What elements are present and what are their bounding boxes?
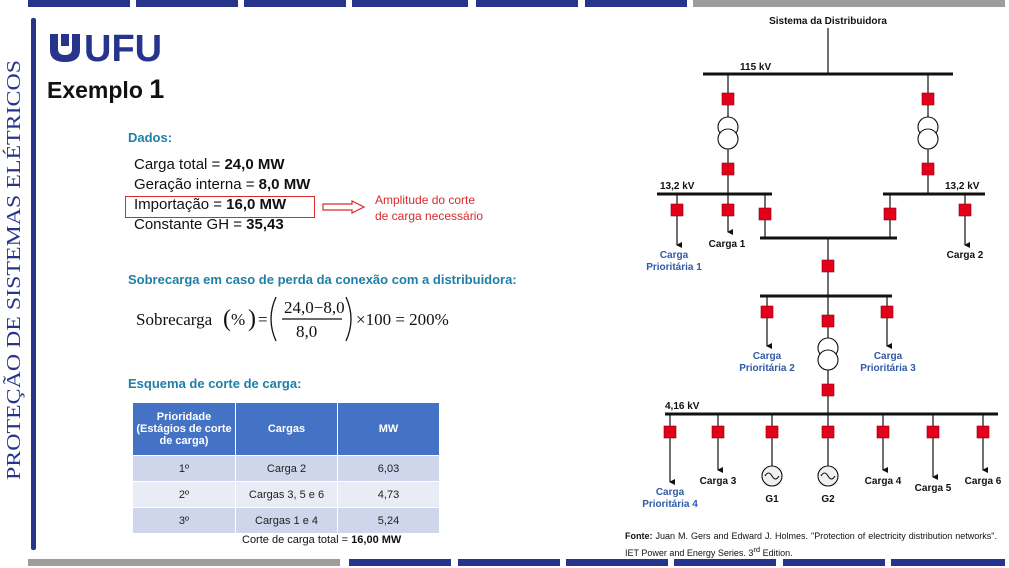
generator-icon xyxy=(761,465,783,487)
transformer-icon xyxy=(917,116,939,150)
breaker-icon xyxy=(821,259,835,273)
source-label: Sistema da Distribuidora xyxy=(769,16,887,27)
label-prioritaria-2: Carga xyxy=(753,351,782,362)
label-g2: G2 xyxy=(821,494,835,505)
table-row: 1º Carga 2 6,03 xyxy=(132,455,440,482)
transformer-icon xyxy=(717,116,739,150)
svg-text:UFU: UFU xyxy=(84,28,162,68)
breaker-icon xyxy=(926,425,940,439)
top-bar-segment xyxy=(352,0,468,7)
top-bar-segment xyxy=(136,0,238,7)
breaker-icon xyxy=(976,425,990,439)
transformer-icon xyxy=(817,337,839,371)
col-header-prioridade: Prioridade (Estágios de corte de carga) xyxy=(132,402,236,456)
svg-text:): ) xyxy=(248,306,256,332)
breaker-icon xyxy=(821,314,835,328)
vertical-title: PROTEÇÃO DE SISTEMAS ELÉTRICOS xyxy=(1,60,25,480)
bottom-bar-segment xyxy=(566,559,668,566)
svg-text:Prioritária 4: Prioritária 4 xyxy=(642,499,698,510)
dados-item: Constante GH = 35,43 xyxy=(134,216,284,233)
esquema-heading: Esquema de corte de carga: xyxy=(128,376,302,391)
bottom-bar-segment xyxy=(458,559,560,566)
svg-text:Prioritária 1: Prioritária 1 xyxy=(646,262,702,273)
label-carga-4: Carga 4 xyxy=(865,476,902,487)
breaker-icon xyxy=(721,203,735,217)
bus-label-13kv-right: 13,2 kV xyxy=(945,181,980,192)
dados-item: Geração interna = 8,0 MW xyxy=(134,176,311,193)
total-shedding: Corte de carga total = 16,00 MW xyxy=(242,534,402,546)
svg-text:×100 = 200%: ×100 = 200% xyxy=(356,310,449,329)
svg-text:(: ( xyxy=(223,306,231,332)
breaker-icon xyxy=(760,305,774,319)
bottom-bar-segment xyxy=(349,559,451,566)
breaker-icon xyxy=(721,92,735,106)
label-prioritaria-3: Carga xyxy=(874,351,903,362)
label-prioritaria-4: Carga xyxy=(656,487,685,498)
svg-text:8,0: 8,0 xyxy=(296,322,317,341)
label-carga-3: Carga 3 xyxy=(700,476,737,487)
breaker-icon xyxy=(880,305,894,319)
bottom-bar-segment xyxy=(891,559,1005,566)
generator-icon xyxy=(817,465,839,487)
bottom-bar-segment xyxy=(783,559,885,566)
bottom-bar-segment xyxy=(674,559,776,566)
top-bar-segment xyxy=(244,0,346,7)
left-accent-line xyxy=(31,18,36,550)
col-header-cargas: Cargas xyxy=(235,402,338,456)
bus-label-115kv: 115 kV xyxy=(740,62,771,73)
svg-text:=: = xyxy=(258,310,268,329)
table-row: 2º Cargas 3, 5 e 6 4,73 xyxy=(132,481,440,508)
bus-label-416kv: 4,16 kV xyxy=(665,401,700,412)
ufu-logo: UFU xyxy=(50,28,162,68)
breaker-icon xyxy=(921,92,935,106)
dados-list: Carga total = 24,0 MW Geração interna = … xyxy=(134,155,310,235)
breaker-icon xyxy=(821,425,835,439)
svg-text:Prioritária 3: Prioritária 3 xyxy=(860,363,916,374)
breaker-icon xyxy=(721,162,735,176)
sobrecarga-formula: Sobrecarga ( % ) = 24,0−8,0 8,0 ×100 = 2… xyxy=(136,296,449,342)
amplitude-annotation: Amplitude do corte de carga necessário xyxy=(375,193,484,223)
sobrecarga-heading: Sobrecarga em caso de perda da conexão c… xyxy=(128,272,517,287)
top-bar-segment xyxy=(28,0,130,7)
top-bar-segment xyxy=(693,0,1005,7)
svg-text:PROTEÇÃO DE SISTEMAS ELÉTRICOS: PROTEÇÃO DE SISTEMAS ELÉTRICOS xyxy=(1,60,25,480)
svg-text:Sobrecarga: Sobrecarga xyxy=(136,310,213,329)
breaker-icon xyxy=(958,203,972,217)
breaker-icon xyxy=(883,207,897,221)
label-carga-5: Carga 5 xyxy=(915,483,952,494)
breaker-icon xyxy=(758,207,772,221)
load-shedding-table: Prioridade (Estágios de corte de carga) … xyxy=(132,402,440,534)
source-citation: Fonte: Juan M. Gers and Edward J. Holmes… xyxy=(625,531,997,558)
breaker-icon xyxy=(921,162,935,176)
label-prioritaria-1: Carga xyxy=(660,250,689,261)
top-bar-segment xyxy=(585,0,687,7)
breaker-icon xyxy=(663,425,677,439)
label-g1: G1 xyxy=(765,494,779,505)
bus-label-13kv-left: 13,2 kV xyxy=(660,181,695,192)
bottom-bar-segment xyxy=(28,559,340,566)
breaker-icon xyxy=(765,425,779,439)
breaker-icon xyxy=(711,425,725,439)
svg-text:24,0−8,0: 24,0−8,0 xyxy=(284,298,345,317)
dados-item: Carga total = 24,0 MW xyxy=(134,156,285,173)
dados-item: Importação = 16,0 MW xyxy=(134,196,287,213)
svg-text:Prioritária 2: Prioritária 2 xyxy=(739,363,795,374)
label-carga-6: Carga 6 xyxy=(965,476,1002,487)
page-title: Exemplo 1 xyxy=(47,74,165,104)
label-carga-2: Carga 2 xyxy=(947,250,984,261)
col-header-mw: MW xyxy=(337,402,440,456)
breaker-icon xyxy=(670,203,684,217)
importacao-highlight-box xyxy=(125,196,315,218)
arrow-right-icon xyxy=(322,200,366,214)
table-row: 3º Cargas 1 e 4 5,24 xyxy=(132,507,440,534)
svg-text:%: % xyxy=(231,310,245,329)
breaker-icon xyxy=(876,425,890,439)
top-bar-segment xyxy=(476,0,578,7)
breaker-icon xyxy=(821,383,835,397)
dados-heading: Dados: xyxy=(128,130,173,145)
single-line-diagram: Sistema da Distribuidora 115 kV 13,2 kV … xyxy=(642,16,1002,510)
label-carga-1: Carga 1 xyxy=(709,239,746,250)
